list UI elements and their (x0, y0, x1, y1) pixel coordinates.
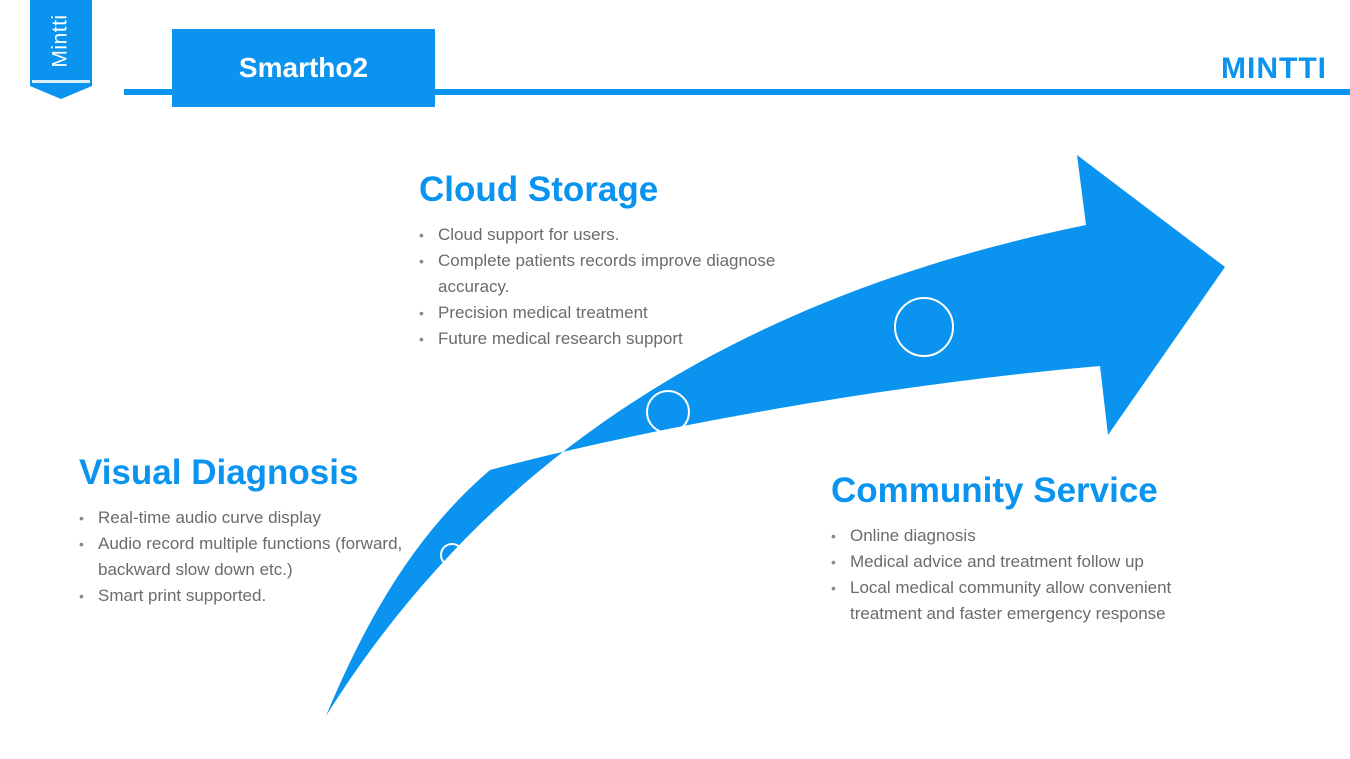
section-title-community: Community Service (831, 471, 1158, 510)
section-cloud-storage: Cloud Storage Cloud support for users. C… (419, 170, 779, 352)
cloud-feature-list: Cloud support for users. Complete patien… (419, 222, 779, 352)
section-community-service: Community Service Online diagnosis Medic… (831, 471, 1231, 627)
brand-logo-text: MINTTI (1221, 52, 1327, 85)
list-item: Audio record multiple functions (forward… (79, 531, 409, 583)
product-title: Smartho2 (238, 52, 369, 83)
list-item: Online diagnosis (831, 523, 1231, 549)
curved-arrow (326, 155, 1225, 716)
visual-feature-list: Real-time audio curve display Audio reco… (79, 505, 409, 609)
section-title-visual: Visual Diagnosis (79, 453, 359, 492)
community-feature-list: Online diagnosis Medical advice and trea… (831, 523, 1231, 627)
milestone-circle-3 (894, 297, 954, 357)
list-item: Real-time audio curve display (79, 505, 409, 531)
list-item: Medical advice and treatment follow up (831, 549, 1231, 575)
list-item: Complete patients records improve diagno… (419, 248, 779, 300)
list-item: Smart print supported. (79, 583, 409, 609)
section-visual-diagnosis: Visual Diagnosis Real-time audio curve d… (79, 453, 409, 609)
list-item: Local medical community allow convenient… (831, 575, 1231, 627)
section-title-cloud: Cloud Storage (419, 170, 659, 209)
list-item: Future medical research support (419, 326, 779, 352)
product-title-box: Smartho2 (172, 29, 435, 107)
list-item: Cloud support for users. (419, 222, 779, 248)
list-item: Precision medical treatment (419, 300, 779, 326)
milestone-circle-2 (646, 390, 690, 434)
bookmark-tag (30, 0, 92, 99)
header-divider (124, 89, 1350, 95)
milestone-circle-1 (440, 543, 464, 567)
